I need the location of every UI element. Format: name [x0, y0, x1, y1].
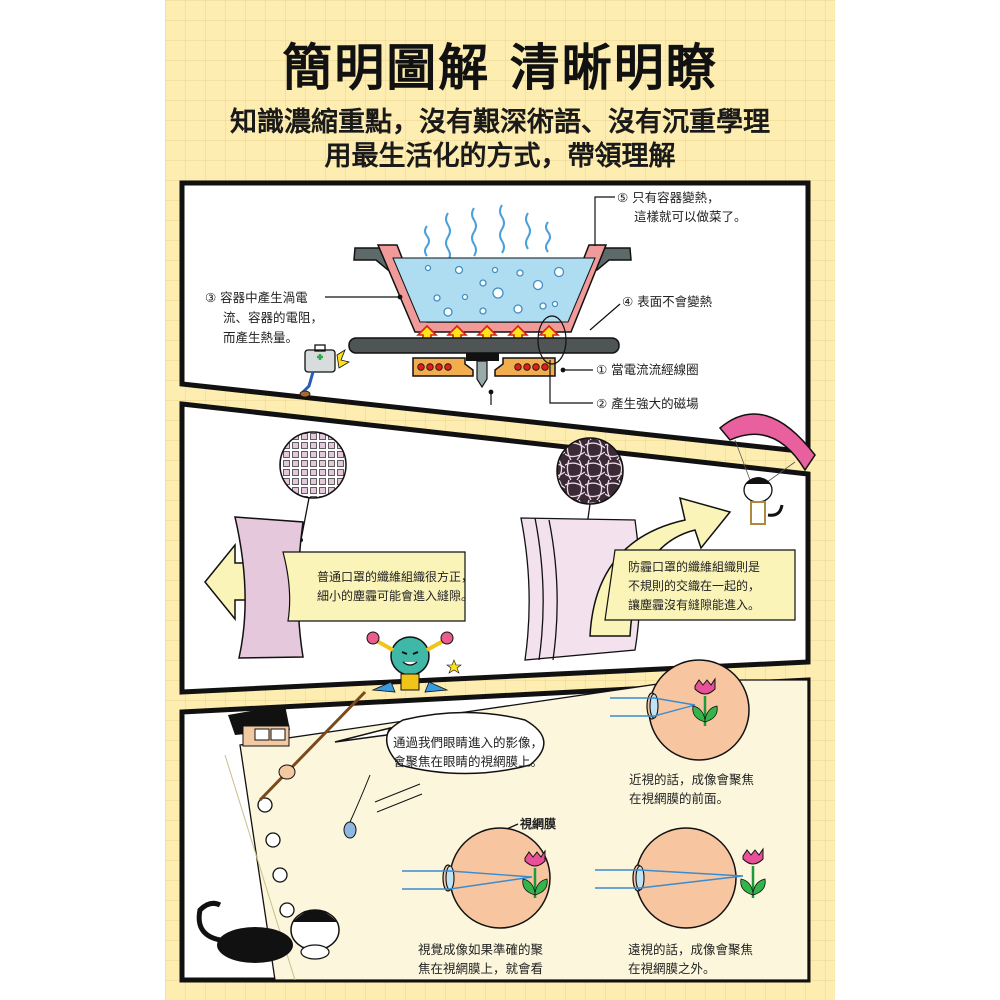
steam-icon: [424, 204, 551, 262]
subtitle-line-2: 用最生活化的方式，帶領理解: [324, 141, 676, 172]
myopia-text-line-2: 在視網膜的前面。: [629, 791, 730, 806]
notebook-rings: [257, 797, 295, 918]
speech-text-line-2: 會聚焦在眼睛的視網膜上。: [393, 754, 544, 769]
normal-eye-diagram: [402, 827, 551, 929]
fish-icon: [343, 821, 357, 839]
label-step-4: ④ 表面不會變熱: [622, 294, 713, 309]
myopia-eye-diagram: [610, 659, 750, 761]
bubbles: [424, 264, 565, 317]
label-step-3-line-3: 而產生熱量。: [223, 330, 299, 345]
hyperopia-text-line-2: 在視網膜之外。: [628, 961, 716, 976]
label-step-5-line-1: ⑤ 只有容器變熱，: [617, 190, 720, 205]
hyperopia-eye-diagram: [595, 827, 766, 929]
normal-vision-text-line-2: 焦在視網膜上，就會看: [418, 961, 544, 976]
retina-label: 視網膜: [520, 817, 557, 831]
teacher-character-icon: [228, 690, 367, 802]
smog-mask-text-line-1: 防霾口罩的纖維組織則是: [628, 560, 761, 574]
label-step-5-line-2: 這樣就可以做菜了。: [634, 209, 747, 224]
tangled-fiber-magnifier: [556, 437, 624, 505]
smog-mask-text-line-3: 讓塵霾沒有縫隙能進入。: [628, 598, 761, 612]
label-step-2: ② 產生強大的磁場: [596, 396, 699, 411]
panel-3-eye-focus: [179, 659, 811, 983]
normal-mask-text-line-2: 細小的塵霾可能會進入縫隙。: [317, 589, 474, 603]
medic-character-icon: [299, 344, 351, 398]
myopia-text-line-1: 近視的話，成像會聚焦: [629, 772, 755, 787]
virus-hero-character-icon: [366, 631, 462, 693]
cat-character-icon: [196, 900, 340, 963]
label-step-1: ① 當電流流經線圈: [596, 362, 699, 377]
coil-icon: [412, 357, 556, 377]
grid-fiber-magnifier: [279, 431, 347, 499]
normal-mask-text-line-1: 普通口罩的纖維組織很方正，: [317, 570, 474, 584]
infographic-page: 簡明圖解 清晰明瞭 知識濃縮重點，沒有艱深術語、沒有沉重學理 用最生活化的方式，…: [165, 0, 835, 1000]
smog-mask-text-line-2: 不規則的交織在一起的，: [628, 579, 761, 593]
label-step-3-line-2: 流、容器的電阻，: [223, 310, 324, 325]
page-title: 簡明圖解 清晰明瞭: [282, 39, 718, 97]
hyperopia-text-line-1: 遠視的話，成像會聚焦: [628, 942, 754, 957]
panel-2-mask-fibers: [179, 401, 816, 695]
speech-text-line-1: 通過我們眼睛進入的影像，: [393, 735, 544, 750]
subtitle-line-1: 知識濃縮重點，沒有艱深術語、沒有沉重學理: [230, 107, 770, 138]
comic-illustrations: [179, 180, 816, 983]
parachute-cat-icon: [718, 413, 816, 525]
normal-vision-text-line-1: 視覺成像如果準確的聚: [418, 942, 544, 957]
speech-bubble: [334, 711, 545, 775]
label-step-3-line-1: ③ 容器中產生渦電: [205, 290, 308, 305]
